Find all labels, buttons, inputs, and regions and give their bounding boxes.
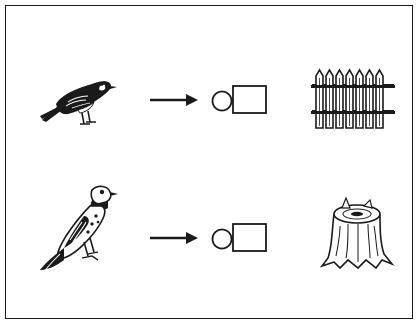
right-arrow-icon bbox=[148, 228, 200, 248]
pigeon-icon bbox=[34, 180, 120, 276]
answer-square-icon[interactable] bbox=[231, 222, 269, 254]
fence-icon bbox=[310, 62, 396, 134]
tree-stump-icon bbox=[318, 196, 396, 272]
right-arrow-icon bbox=[148, 90, 200, 110]
answer-square-icon[interactable] bbox=[231, 84, 269, 116]
sparrow-icon bbox=[38, 70, 118, 130]
